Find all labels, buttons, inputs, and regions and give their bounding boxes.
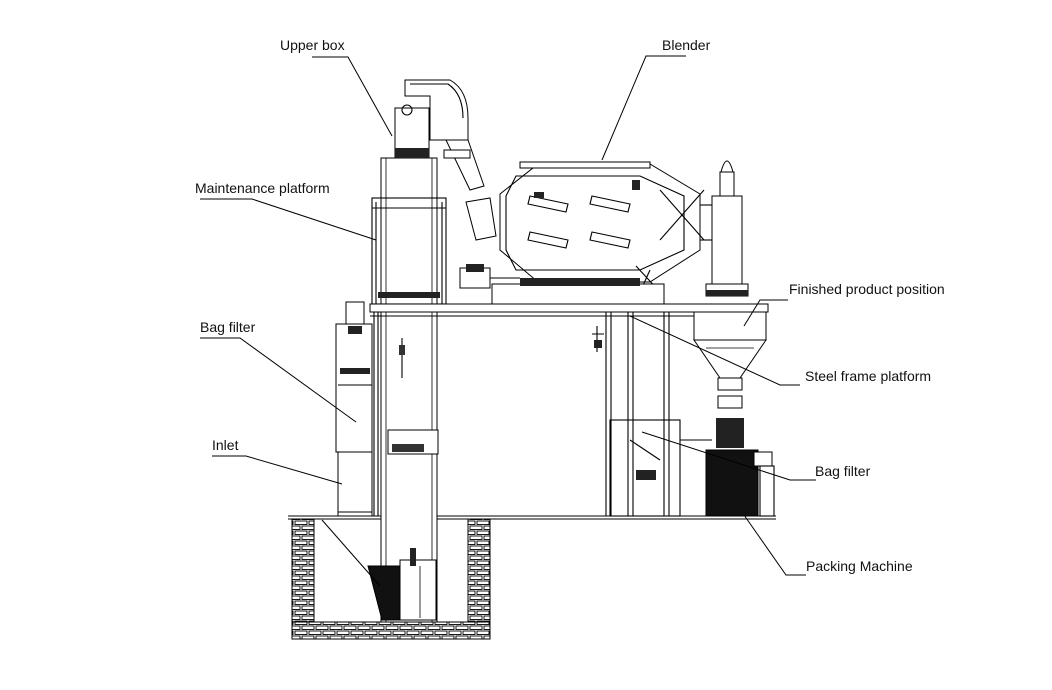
label-maintenance-platform: Maintenance platform bbox=[195, 180, 330, 196]
label-steel-frame-platform: Steel frame platform bbox=[805, 368, 931, 384]
leader-lines bbox=[200, 55, 816, 587]
maintenance-platform bbox=[371, 197, 447, 305]
label-finished-product-position: Finished product position bbox=[789, 281, 945, 297]
label-packing-machine: Packing Machine bbox=[806, 558, 913, 574]
right-frame-assembly bbox=[609, 419, 712, 517]
packing-machine bbox=[705, 449, 775, 517]
blender bbox=[459, 161, 705, 305]
ground-pit bbox=[288, 515, 776, 640]
label-bag-filter-left: Bag filter bbox=[200, 319, 256, 335]
upper-box bbox=[394, 79, 485, 191]
left-bag-filter bbox=[335, 301, 373, 517]
bucket-elevator bbox=[380, 157, 439, 623]
label-bag-filter-right: Bag filter bbox=[815, 463, 871, 479]
label-upper-box: Upper box bbox=[280, 37, 345, 53]
label-blender: Blender bbox=[662, 37, 711, 53]
blender-paddles bbox=[527, 180, 640, 249]
right-top-filter bbox=[700, 160, 749, 297]
finished-product-hopper bbox=[693, 311, 767, 448]
label-inlet: Inlet bbox=[212, 437, 239, 453]
inlet-hopper bbox=[367, 548, 437, 621]
